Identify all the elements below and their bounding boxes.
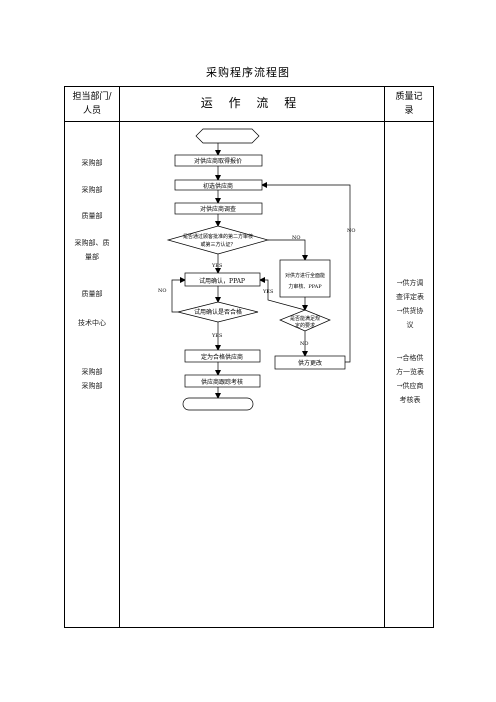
dept-label: 采购部	[81, 368, 103, 376]
step-initial-selection-label: 初选供应商	[203, 182, 233, 190]
record-column-header: 质量记 录	[384, 90, 434, 118]
record-label: 方一览表	[396, 368, 424, 376]
dept-column-header: 担当部门/ 人员	[65, 90, 119, 118]
decision-certification-label-2: 或第三方认证？	[200, 241, 235, 248]
record-label: →供货协	[396, 307, 424, 315]
decision-certification-label-1: 是否通过顾客批准的第二方审核	[183, 233, 253, 240]
record-label: →供应商	[396, 382, 424, 390]
step-supplier-change-label: 供方更改	[298, 359, 322, 367]
step-full-audit-label-2: 力审核、PPAP	[288, 283, 322, 290]
dept-label: 质量部	[81, 212, 103, 220]
step-supplier-survey-label: 对供应商调查	[200, 205, 236, 213]
decision-meet-requirements-label-2: 定的要求	[295, 322, 315, 329]
dept-label: 量部	[85, 253, 99, 261]
record-label: 议	[406, 321, 414, 329]
dept-header-line-1: 担当部门/	[72, 92, 112, 102]
decision-trial-pass-label: 试用确认是否合格	[194, 308, 242, 316]
step-get-quotation-label: 对供应商取得报价	[194, 157, 242, 165]
step-qualified-supplier	[184, 349, 261, 363]
start-terminator	[195, 128, 260, 144]
connectors	[171, 143, 351, 399]
record-label: 查评定表	[396, 293, 424, 301]
step-supplier-change	[274, 355, 346, 370]
yes-label-1: YES	[211, 263, 223, 269]
dept-label: 质量部	[81, 290, 103, 298]
step-supplier-survey	[174, 202, 263, 215]
header-divider	[65, 121, 433, 122]
column-divider-left	[119, 87, 120, 627]
step-initial-selection	[174, 179, 263, 191]
step-qualified-supplier-label: 定为合格供应商	[201, 353, 243, 361]
yes-label-3: YES	[262, 289, 274, 295]
record-label: →供方调	[396, 279, 424, 287]
record-header-line-2: 录	[404, 106, 414, 116]
step-supplier-tracking-label: 供应商跟踪考核	[201, 378, 243, 386]
dept-label: 采购部	[81, 159, 103, 167]
flowchart-table: 担当部门/ 人员 运 作 流 程 质量记 录 采购部 采购部 质量部 采购部、质…	[64, 86, 434, 628]
dept-label: 采购部、质	[74, 239, 110, 247]
decision-certification	[166, 225, 270, 255]
end-terminator	[182, 397, 254, 411]
decision-trial-pass	[177, 301, 259, 323]
dept-header-line-2: 人员	[82, 106, 101, 116]
column-divider-right	[384, 87, 385, 627]
no-label-1: NO	[292, 235, 300, 241]
step-full-audit-label-1: 对供方进行全面能	[285, 272, 325, 279]
dept-label: 采购部	[81, 382, 103, 390]
step-trial-ppap-label: 试用确认，PPAP	[199, 277, 245, 285]
yes-label-2: YES	[211, 333, 223, 339]
page-title: 采购程序流程图	[206, 66, 290, 79]
step-supplier-tracking	[184, 374, 261, 388]
decision-meet-requirements	[279, 309, 331, 332]
record-label: →合格供	[396, 354, 424, 362]
dept-label: 技术中心	[78, 319, 106, 327]
decision-meet-requirements-label-1: 是否能满足规	[290, 315, 320, 322]
dept-label: 采购部	[81, 186, 103, 194]
flow-column-header: 运 作 流 程	[200, 96, 303, 110]
record-header-line-1: 质量记	[395, 92, 423, 102]
step-trial-ppap	[184, 272, 261, 287]
no-label-4: NO	[347, 228, 355, 234]
no-label-3: NO	[300, 341, 308, 347]
record-label: 考核表	[399, 396, 421, 404]
step-get-quotation	[174, 154, 263, 167]
step-full-audit	[279, 259, 331, 298]
no-label-2: NO	[158, 288, 166, 294]
